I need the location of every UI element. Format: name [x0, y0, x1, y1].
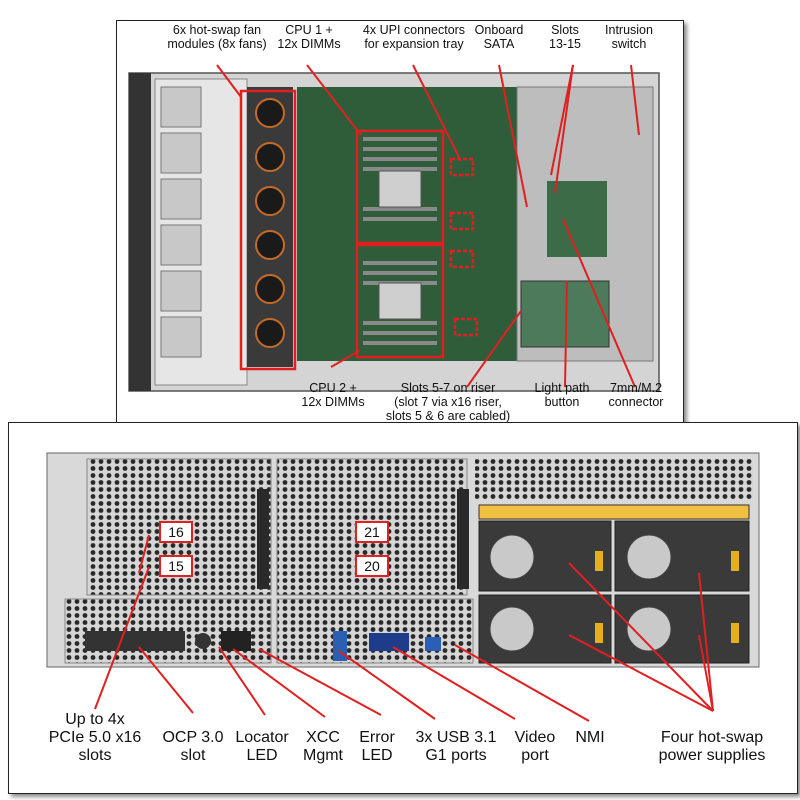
- cpu2-label: CPU 2 + 12x DIMMs: [301, 381, 365, 409]
- power-supplies-label: Four hot-swap power supplies: [658, 729, 766, 764]
- fan-modules-label: 6x hot-swap fan modules (8x fans): [167, 23, 267, 51]
- usb-ports-label: 3x USB 3.1 G1 ports: [415, 729, 497, 764]
- cpu1-label: CPU 1 + 12x DIMMs: [277, 23, 341, 51]
- xcc-mgmt-label: XCC Mgmt: [303, 729, 343, 764]
- upi-connectors-label: 4x UPI connectors for expansion tray: [362, 23, 466, 51]
- light-path-button-label: Light path button: [534, 381, 590, 409]
- server-rear-view-illustration: [46, 452, 760, 722]
- intrusion-switch-label: Intrusion switch: [605, 23, 653, 51]
- ocp-slot-label: OCP 3.0 slot: [162, 729, 224, 764]
- m2-connector-label: 7mm/M.2 connector: [608, 381, 664, 409]
- riser-slots-label: Slots 5-7 on riser (slot 7 via x16 riser…: [385, 381, 511, 423]
- server-top-view-illustration: [128, 64, 660, 392]
- slot-20-tag: 20: [355, 555, 389, 577]
- slot-16-tag: 16: [159, 521, 193, 543]
- slot-15-tag: 15: [159, 555, 193, 577]
- slots-13-15-label: Slots 13-15: [549, 23, 581, 51]
- locator-led-label: Locator LED: [235, 729, 289, 764]
- error-led-label: Error LED: [359, 729, 395, 764]
- pcie-slots-label: Up to 4x PCIe 5.0 x16 slots: [48, 711, 142, 764]
- top-view-panel: 6x hot-swap fan modules (8x fans) CPU 1 …: [116, 20, 684, 440]
- onboard-sata-label: Onboard SATA: [474, 23, 524, 51]
- video-port-label: Video port: [514, 729, 556, 764]
- slot-21-tag: 21: [355, 521, 389, 543]
- rear-view-panel: 16 15 21 20 Up to 4x PCIe 5.0 x16 slots …: [8, 422, 798, 794]
- nmi-label: NMI: [575, 729, 605, 746]
